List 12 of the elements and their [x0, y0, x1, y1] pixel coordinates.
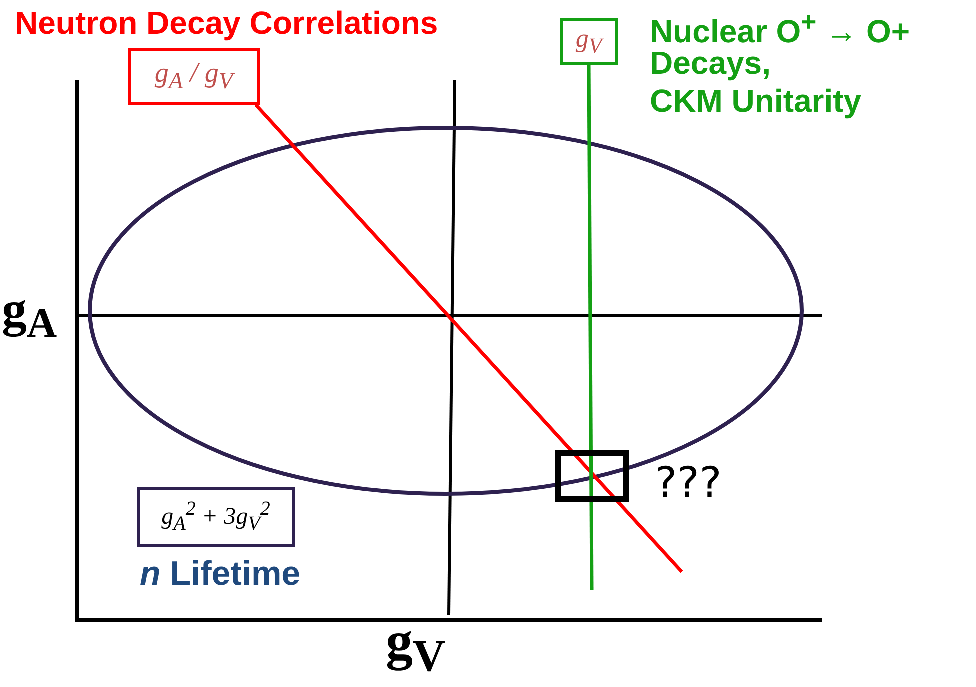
constraint-line: [587, 65, 594, 590]
axis-label: g$_{A}$: [2, 282, 58, 348]
curve-label: CKM Unitarity: [650, 84, 862, 120]
formula-box: [137, 487, 295, 547]
curve-label: n Lifetime: [140, 556, 301, 594]
question-marks: ???: [655, 460, 722, 506]
ratio-label-box: [128, 48, 260, 105]
axis-label: g$_{V}$: [386, 612, 446, 682]
formula-text: g$_{V}$: [576, 24, 602, 60]
formula-text: g$_{A}$ / g$_{V}$: [154, 58, 234, 96]
curve-label: Neutron Decay Correlations: [15, 6, 438, 42]
coupling-label-box: [560, 18, 618, 65]
